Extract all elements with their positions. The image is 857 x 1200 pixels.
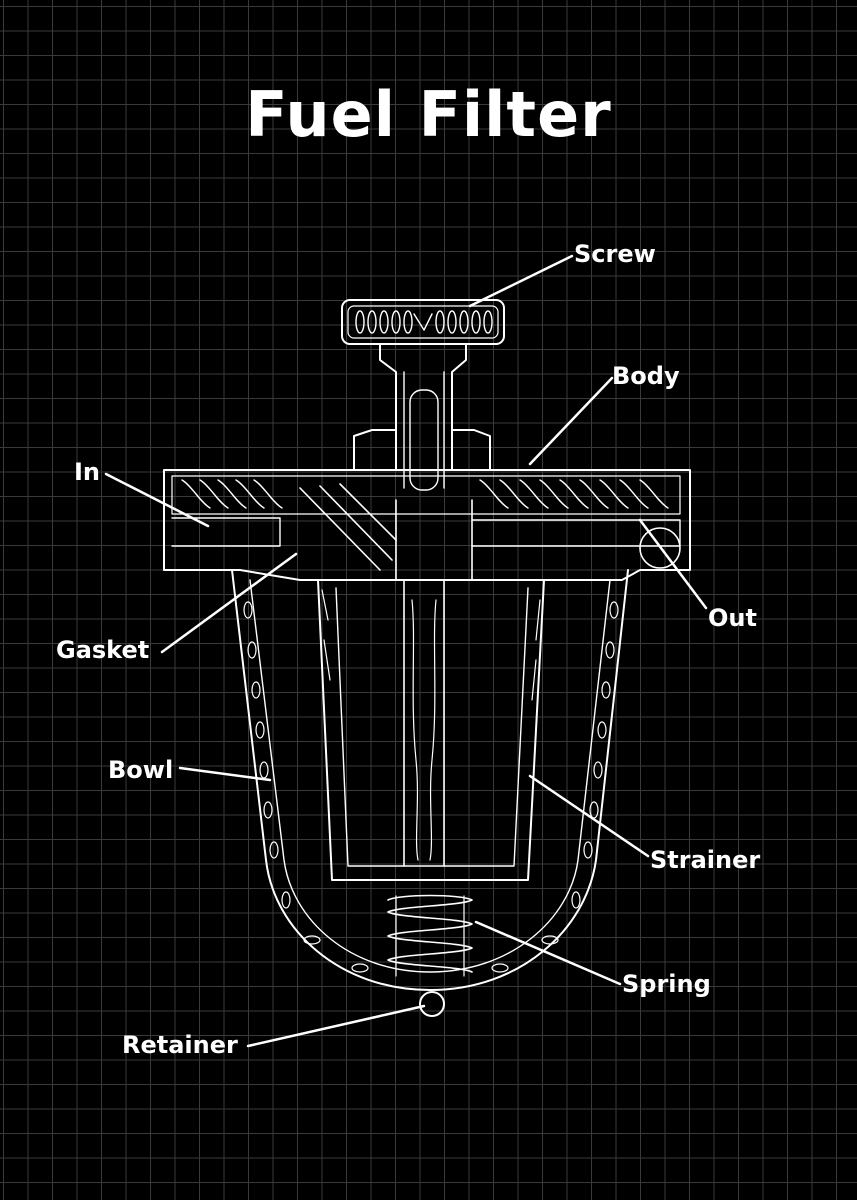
body-part — [163, 429, 691, 581]
leader-lines — [104, 254, 708, 1048]
screw-part — [341, 299, 505, 491]
label-gasket: Gasket — [56, 636, 150, 664]
label-retainer: Retainer — [122, 1031, 238, 1059]
page-title: Fuel Filter — [245, 78, 612, 151]
retainer-part — [419, 991, 445, 1017]
strainer-part — [317, 579, 545, 881]
label-screw: Screw — [574, 240, 656, 268]
bowl-part — [231, 569, 629, 991]
label-strainer: Strainer — [650, 846, 761, 874]
label-bowl: Bowl — [108, 756, 174, 784]
label-out: Out — [708, 604, 757, 632]
label-spring: Spring — [622, 970, 711, 998]
label-in: In — [74, 458, 101, 486]
spring-part — [387, 894, 473, 977]
label-body: Body — [612, 362, 680, 390]
